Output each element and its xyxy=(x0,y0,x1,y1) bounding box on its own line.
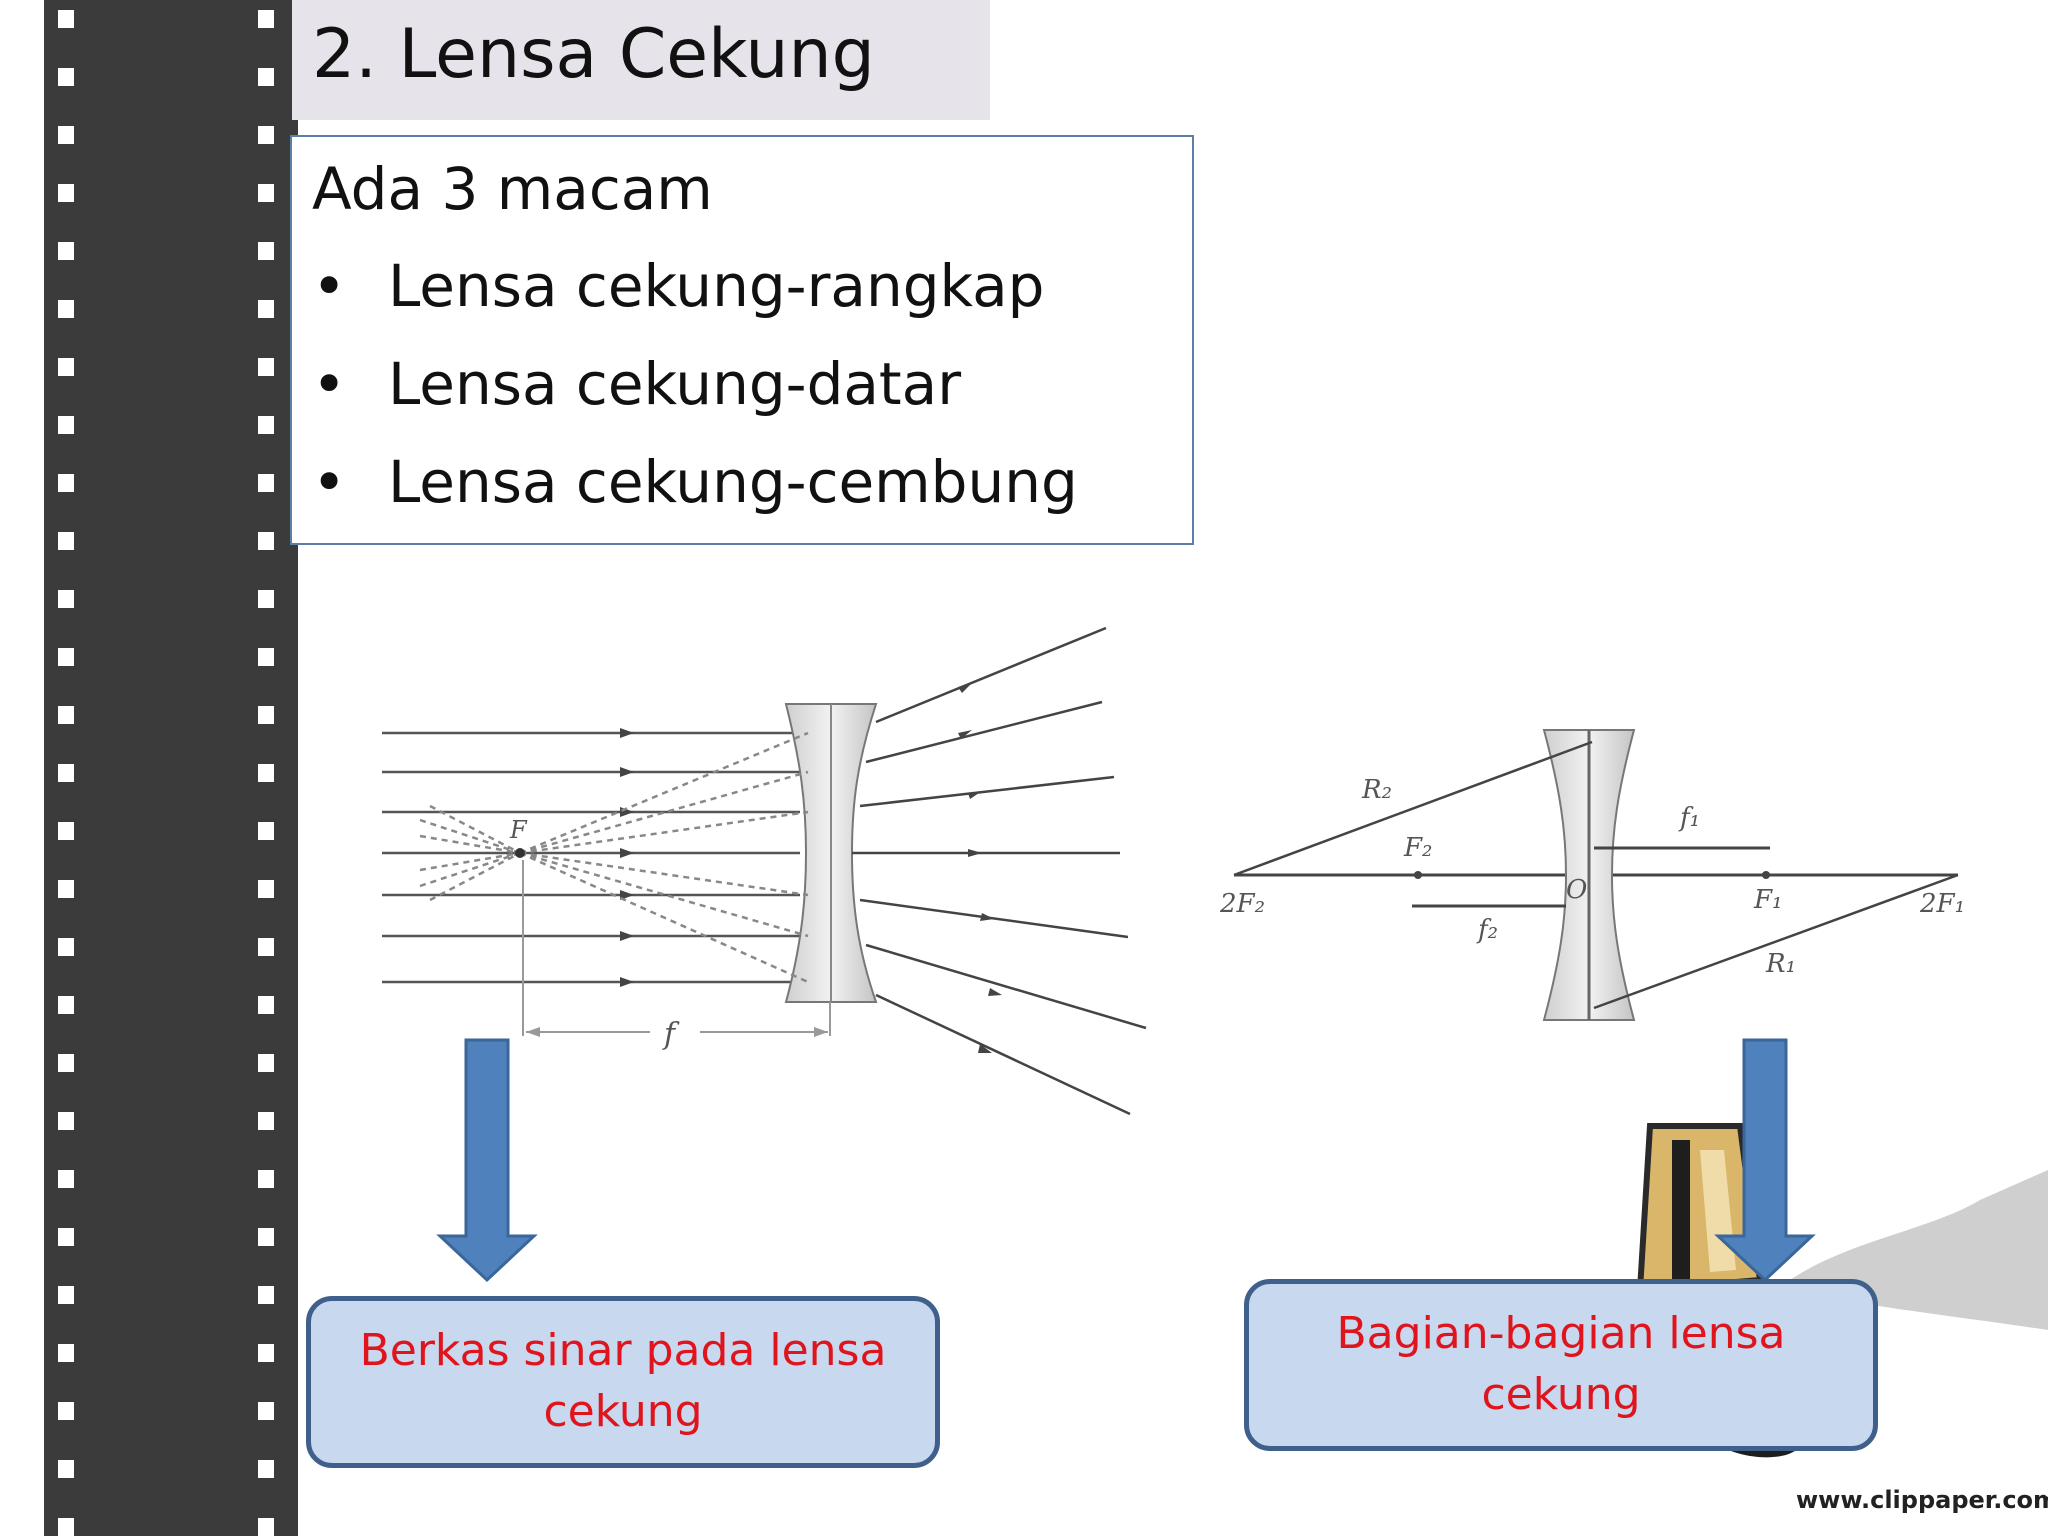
filmstrip-hole xyxy=(58,938,74,956)
filmstrip-hole xyxy=(58,300,74,318)
slide-title: 2. Lensa Cekung xyxy=(312,15,875,94)
filmstrip-hole xyxy=(258,1286,274,1304)
filmstrip-hole xyxy=(58,648,74,666)
filmstrip-hole xyxy=(258,1402,274,1420)
bullet-text: Lensa cekung-datar xyxy=(388,350,962,418)
filmstrip-hole xyxy=(58,706,74,724)
filmstrip-hole xyxy=(58,532,74,550)
filmstrip-decoration xyxy=(44,0,298,1536)
bullet-dot: • xyxy=(312,350,347,418)
two-f2-label: 2F₂ xyxy=(1219,889,1265,919)
filmstrip-hole xyxy=(58,416,74,434)
filmstrip-hole xyxy=(258,590,274,608)
watermark: www.clippaper.com xyxy=(1796,1486,2048,1514)
filmstrip-hole xyxy=(258,764,274,782)
filmstrip-hole xyxy=(258,358,274,376)
filmstrip-hole xyxy=(258,648,274,666)
filmstrip-hole xyxy=(58,1344,74,1362)
f2-point-label: F₂ xyxy=(1403,833,1432,863)
filmstrip-hole xyxy=(58,1054,74,1072)
filmstrip-hole xyxy=(58,10,74,28)
refracted-ray xyxy=(852,626,1147,1116)
down-arrow-icon xyxy=(1714,1038,1816,1283)
incident-ray xyxy=(382,728,800,987)
f1-length-label: f₁ xyxy=(1678,803,1700,833)
filmstrip-hole xyxy=(258,822,274,840)
filmstrip-hole xyxy=(258,242,274,260)
filmstrip-hole xyxy=(258,532,274,550)
focus-label: F xyxy=(509,816,528,844)
filmstrip-hole xyxy=(58,358,74,376)
filmstrip-hole xyxy=(258,68,274,86)
filmstrip-hole xyxy=(258,880,274,898)
filmstrip-hole xyxy=(258,938,274,956)
focal-point xyxy=(515,848,525,858)
filmstrip-hole xyxy=(258,416,274,434)
f1-point-label: F₁ xyxy=(1753,885,1782,915)
filmstrip-hole xyxy=(258,1460,274,1478)
filmstrip-hole xyxy=(258,1112,274,1130)
bullet-dot: • xyxy=(312,252,347,320)
filmstrip-hole xyxy=(58,880,74,898)
intro-text: Ada 3 macam xyxy=(312,155,713,223)
filmstrip-hole xyxy=(258,1228,274,1246)
left-lens-diagram: F f xyxy=(382,626,1147,1116)
filmstrip-hole xyxy=(58,1402,74,1420)
filmstrip-hole xyxy=(258,184,274,202)
filmstrip-hole xyxy=(258,1170,274,1188)
filmstrip-hole xyxy=(58,1518,74,1536)
r2-label: R₂ xyxy=(1361,775,1392,805)
filmstrip-hole xyxy=(58,126,74,144)
two-f1-label: 2F₁ xyxy=(1919,889,1965,919)
filmstrip-hole xyxy=(58,1112,74,1130)
filmstrip-hole xyxy=(258,126,274,144)
filmstrip-hole xyxy=(258,300,274,318)
filmstrip-hole xyxy=(258,1344,274,1362)
filmstrip-hole xyxy=(58,474,74,492)
virtual-ray xyxy=(419,731,809,984)
bullet-dot: • xyxy=(312,448,347,516)
callout-right: Bagian-bagian lensa cekung xyxy=(1244,1279,1878,1451)
filmstrip-hole xyxy=(58,184,74,202)
content-box xyxy=(290,135,1194,545)
filmstrip-hole xyxy=(258,706,274,724)
bullet-text: Lensa cekung-rangkap xyxy=(388,252,1045,320)
right-lens-diagram: R₂ F₂ 2F₂ f₂ O f₁ F₁ 2F₁ R₁ xyxy=(1219,729,1965,1021)
filmstrip-hole xyxy=(58,764,74,782)
filmstrip-hole xyxy=(58,242,74,260)
title-background xyxy=(292,0,990,120)
r1-label: R₁ xyxy=(1765,949,1796,979)
filmstrip-hole xyxy=(258,1054,274,1072)
bullet-text: Lensa cekung-cembung xyxy=(388,448,1078,516)
filmstrip-hole xyxy=(58,822,74,840)
filmstrip-hole xyxy=(58,590,74,608)
filmstrip-hole xyxy=(258,474,274,492)
origin-label: O xyxy=(1566,875,1587,905)
filmstrip-hole xyxy=(58,1170,74,1188)
filmstrip-hole xyxy=(258,996,274,1014)
filmstrip-hole xyxy=(258,1518,274,1536)
filmstrip-hole xyxy=(58,1228,74,1246)
filmstrip-hole xyxy=(258,10,274,28)
f2-length-label: f₂ xyxy=(1476,915,1498,945)
filmstrip-hole xyxy=(58,68,74,86)
filmstrip-hole xyxy=(58,1460,74,1478)
filmstrip-hole xyxy=(58,996,74,1014)
down-arrow-icon xyxy=(436,1038,538,1283)
focal-length-label: f xyxy=(662,1017,680,1052)
filmstrip-hole xyxy=(58,1286,74,1304)
callout-left: Berkas sinar pada lensa cekung xyxy=(306,1296,940,1468)
